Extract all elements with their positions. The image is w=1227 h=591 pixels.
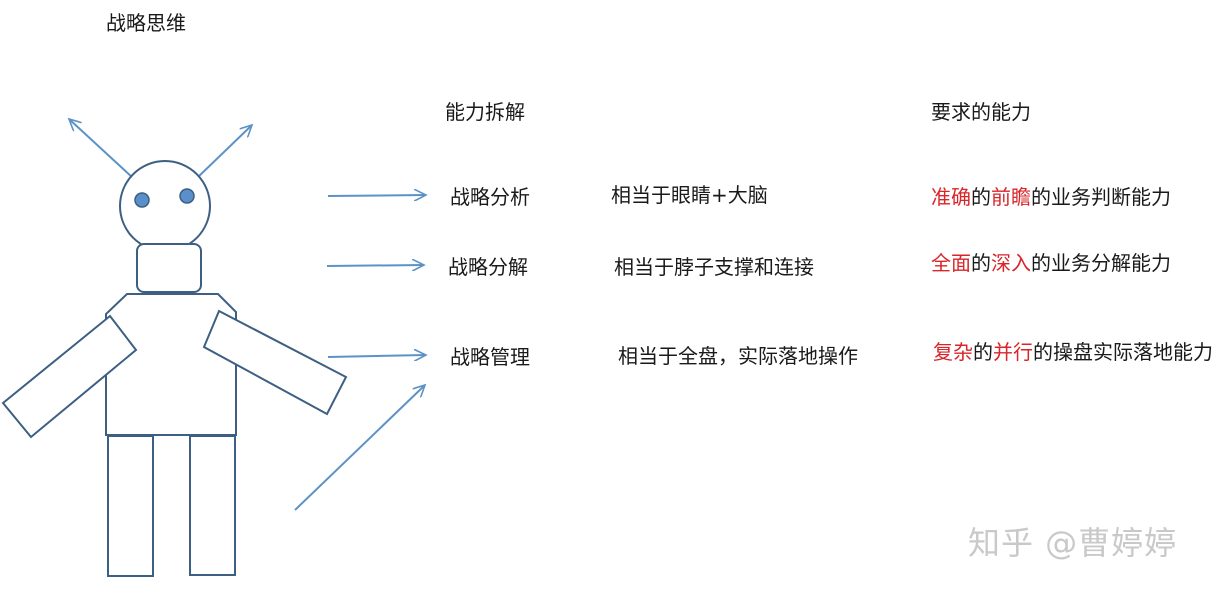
arrow-to-decomposition [327, 265, 424, 266]
arrow-to-management [328, 355, 426, 357]
ability-term: 全面 [931, 251, 971, 275]
ability-term: 准确 [931, 185, 971, 209]
analogy-analysis: 相当于眼睛+大脑 [611, 183, 768, 207]
ability-text: 的 [971, 251, 991, 275]
robot-neck [137, 244, 201, 292]
ability-text: 的业务判断能力 [1031, 185, 1171, 209]
ability-text: 的操盘实际落地能力 [1033, 340, 1213, 364]
antenna-left [69, 119, 133, 178]
ability-text: 的 [971, 185, 991, 209]
robot-leg-left [108, 436, 153, 576]
analogy-decomposition: 相当于脖子支撑和连接 [614, 255, 814, 279]
robot-head [120, 161, 210, 251]
robot-eye-left [135, 193, 149, 207]
ability-text: 的业务分解能力 [1031, 251, 1171, 275]
ability-term: 深入 [991, 251, 1031, 275]
robot-leg-right [190, 436, 235, 575]
header-breakdown: 能力拆解 [445, 100, 525, 124]
ability-text: 的 [973, 340, 993, 364]
header-required: 要求的能力 [931, 100, 1031, 124]
ability-analysis: 准确的前瞻的业务判断能力 [931, 185, 1171, 209]
item-analysis: 战略分析 [450, 185, 530, 209]
analogy-management: 相当于全盘，实际落地操作 [618, 344, 858, 368]
diagram-title: 战略思维 [106, 11, 186, 35]
watermark: 知乎 @曹婷婷 [968, 523, 1177, 563]
ability-decomposition: 全面的深入的业务分解能力 [931, 251, 1171, 275]
item-management: 战略管理 [450, 345, 530, 369]
ability-term: 并行 [993, 340, 1033, 364]
robot-eye-right [180, 189, 194, 203]
arrow-to-analysis [328, 195, 426, 196]
antenna-right [197, 125, 252, 178]
ability-management: 复杂的并行的操盘实际落地能力 [933, 340, 1218, 364]
item-decomposition: 战略分解 [448, 255, 528, 279]
ability-term: 复杂 [933, 340, 973, 364]
ability-term: 前瞻 [991, 185, 1031, 209]
